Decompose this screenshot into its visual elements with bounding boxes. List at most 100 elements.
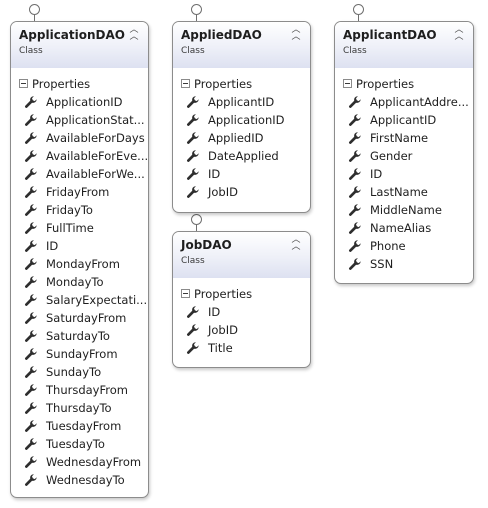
class-name: ApplicantDAO xyxy=(343,28,437,42)
minus-box-icon[interactable] xyxy=(181,79,190,88)
property-item[interactable]: ApplicantAddre... xyxy=(335,94,473,112)
class-header[interactable]: ApplicationDAO Class ︿︿ xyxy=(11,22,148,68)
property-item[interactable]: FullTime xyxy=(11,220,148,238)
property-label: LastName xyxy=(370,185,428,199)
wrench-icon xyxy=(24,455,39,470)
wrench-icon xyxy=(24,365,39,380)
property-item[interactable]: ID xyxy=(335,166,473,184)
double-chevron-up-icon[interactable]: ︿︿ xyxy=(291,25,301,42)
property-item[interactable]: LastName xyxy=(335,184,473,202)
property-item[interactable]: DateApplied xyxy=(173,148,310,166)
wrench-icon xyxy=(24,473,39,488)
property-item[interactable]: AppliedID xyxy=(173,130,310,148)
property-item[interactable]: Gender xyxy=(335,148,473,166)
property-item[interactable]: Phone xyxy=(335,238,473,256)
property-item[interactable]: SundayFrom xyxy=(11,346,148,364)
property-item[interactable]: TuesdayTo xyxy=(11,436,148,454)
property-item[interactable]: SaturdayTo xyxy=(11,328,148,346)
wrench-icon xyxy=(24,221,39,236)
class-name: AppliedDAO xyxy=(181,28,262,42)
property-item[interactable]: MondayTo xyxy=(11,274,148,292)
wrench-icon xyxy=(24,185,39,200)
property-item[interactable]: ID xyxy=(11,238,148,256)
property-label: ApplicationStat... xyxy=(46,113,145,127)
properties-section-header[interactable]: Properties xyxy=(11,76,148,94)
wrench-icon xyxy=(348,149,363,164)
class-box-application-dao[interactable]: ApplicationDAO Class ︿︿ Properties Appli… xyxy=(10,21,149,498)
minus-box-icon[interactable] xyxy=(343,79,352,88)
property-label: ID xyxy=(370,167,383,181)
lollipop-circle-icon xyxy=(191,4,202,15)
property-item[interactable]: FirstName xyxy=(335,130,473,148)
property-item[interactable]: ApplicationID xyxy=(173,112,310,130)
double-chevron-up-icon[interactable]: ︿︿ xyxy=(291,235,301,252)
property-item[interactable]: ApplicantID xyxy=(173,94,310,112)
class-header[interactable]: JobDAO Class ︿︿ xyxy=(173,232,310,278)
property-item[interactable]: ApplicationStat... xyxy=(11,112,148,130)
section-label: Properties xyxy=(356,77,415,91)
property-label: TuesdayTo xyxy=(46,437,105,451)
property-label: FullTime xyxy=(46,221,94,235)
class-header[interactable]: ApplicantDAO Class ︿︿ xyxy=(335,22,473,68)
property-label: SSN xyxy=(370,257,394,271)
wrench-icon xyxy=(186,131,201,146)
wrench-icon xyxy=(186,185,201,200)
property-label: MiddleName xyxy=(370,203,442,217)
property-item[interactable]: Title xyxy=(173,340,310,358)
property-item[interactable]: NameAlias xyxy=(335,220,473,238)
property-item[interactable]: TuesdayFrom xyxy=(11,418,148,436)
minus-box-icon[interactable] xyxy=(19,79,28,88)
class-kind: Class xyxy=(181,46,205,56)
property-label: AppliedID xyxy=(208,131,264,145)
property-item[interactable]: JobID xyxy=(173,184,310,202)
property-label: JobID xyxy=(208,323,238,337)
property-item[interactable]: SaturdayFrom xyxy=(11,310,148,328)
property-item[interactable]: AvailableForEve... xyxy=(11,148,148,166)
property-label: ApplicantID xyxy=(208,95,275,109)
property-item[interactable]: FridayTo xyxy=(11,202,148,220)
wrench-icon xyxy=(24,113,39,128)
property-item[interactable]: ThursdayTo xyxy=(11,400,148,418)
properties-section-header[interactable]: Properties xyxy=(173,76,310,94)
property-item[interactable]: AvailableForWe... xyxy=(11,166,148,184)
property-item[interactable]: AvailableForDays xyxy=(11,130,148,148)
wrench-icon xyxy=(24,437,39,452)
property-item[interactable]: MiddleName xyxy=(335,202,473,220)
property-label: AvailableForWe... xyxy=(46,167,145,181)
class-box-applicant-dao[interactable]: ApplicantDAO Class ︿︿ Properties Applica… xyxy=(334,21,474,284)
minus-box-icon[interactable] xyxy=(181,289,190,298)
property-label: ApplicationID xyxy=(208,113,285,127)
class-header[interactable]: AppliedDAO Class ︿︿ xyxy=(173,22,310,68)
wrench-icon xyxy=(24,95,39,110)
property-item[interactable]: SSN xyxy=(335,256,473,274)
wrench-icon xyxy=(24,131,39,146)
property-label: AvailableForEve... xyxy=(46,149,149,163)
property-item[interactable]: MondayFrom xyxy=(11,256,148,274)
properties-section-header[interactable]: Properties xyxy=(173,286,310,304)
double-chevron-up-icon[interactable]: ︿︿ xyxy=(129,25,139,42)
property-item[interactable]: ID xyxy=(173,304,310,322)
wrench-icon xyxy=(348,203,363,218)
wrench-icon xyxy=(24,311,39,326)
property-label: ID xyxy=(208,167,221,181)
wrench-icon xyxy=(348,221,363,236)
property-item[interactable]: WednesdayFrom xyxy=(11,454,148,472)
double-chevron-up-icon[interactable]: ︿︿ xyxy=(454,25,464,42)
property-item[interactable]: ApplicationID xyxy=(11,94,148,112)
property-item[interactable]: ID xyxy=(173,166,310,184)
property-item[interactable]: SalaryExpectati... xyxy=(11,292,148,310)
properties-section-header[interactable]: Properties xyxy=(335,76,473,94)
property-label: AvailableForDays xyxy=(46,131,145,145)
property-item[interactable]: ApplicantID xyxy=(335,112,473,130)
property-item[interactable]: JobID xyxy=(173,322,310,340)
wrench-icon xyxy=(186,167,201,182)
class-box-applied-dao[interactable]: AppliedDAO Class ︿︿ Properties Applicant… xyxy=(172,21,311,213)
property-item[interactable]: WednesdayTo xyxy=(11,472,148,490)
property-label: FirstName xyxy=(370,131,429,145)
property-item[interactable]: FridayFrom xyxy=(11,184,148,202)
lollipop-circle-icon xyxy=(191,214,202,225)
property-item[interactable]: ThursdayFrom xyxy=(11,382,148,400)
property-item[interactable]: SundayTo xyxy=(11,364,148,382)
